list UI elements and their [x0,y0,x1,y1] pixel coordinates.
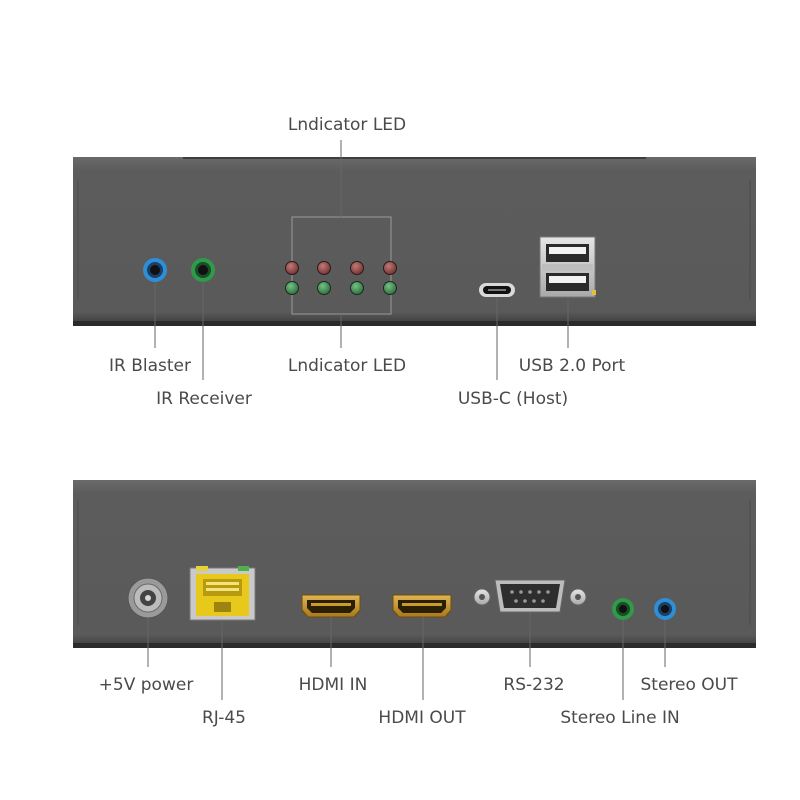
rj45-port-icon [189,566,256,621]
hdmi-out-label: HDMI OUT [378,708,466,728]
led-red [285,261,299,275]
led-green [317,281,331,295]
bottom-chassis [73,480,756,648]
stereo-line-in-label: Stereo Line IN [560,708,679,728]
dc-power-jack-icon [127,577,169,619]
top-panel: Lndicator LED Lndicator LED IR Blaster I… [73,115,756,409]
rj45-label: RJ-45 [202,708,246,728]
top-leader-lines [154,140,569,380]
usb-c-port-icon [479,283,515,297]
stereo-out-jack-icon [654,598,676,620]
indicator-led-label-top: Lndicator LED [288,115,406,135]
usb-20-label: USB 2.0 Port [519,356,626,376]
hdmi-in-port-icon [301,594,361,618]
usb-c-label: USB-C (Host) [458,389,568,409]
ir-blaster-label: IR Blaster [109,356,191,376]
bottom-leader-lines [147,612,666,700]
led-green [383,281,397,295]
power-label: +5V power [99,675,194,695]
hdmi-in-label: HDMI IN [299,675,368,695]
led-red [317,261,331,275]
bottom-panel: +5V power RJ-45 HDMI IN HDMI OUT RS-232 … [73,480,756,728]
indicator-led-array [285,261,397,295]
led-green [285,281,299,295]
rs232-label: RS-232 [503,675,564,695]
stereo-line-in-jack-icon [612,598,634,620]
led-red [383,261,397,275]
db9-port-icon [473,579,587,613]
stereo-out-label: Stereo OUT [640,675,738,695]
led-green [350,281,364,295]
indicator-led-label-bottom: Lndicator LED [288,356,406,376]
top-chassis [73,157,756,325]
hdmi-out-port-icon [392,594,452,618]
ir-blaster-jack-icon [143,258,167,282]
ir-receiver-jack-icon [191,258,215,282]
ir-receiver-label: IR Receiver [156,389,252,409]
led-red [350,261,364,275]
usb-a-port-icon [539,236,596,298]
